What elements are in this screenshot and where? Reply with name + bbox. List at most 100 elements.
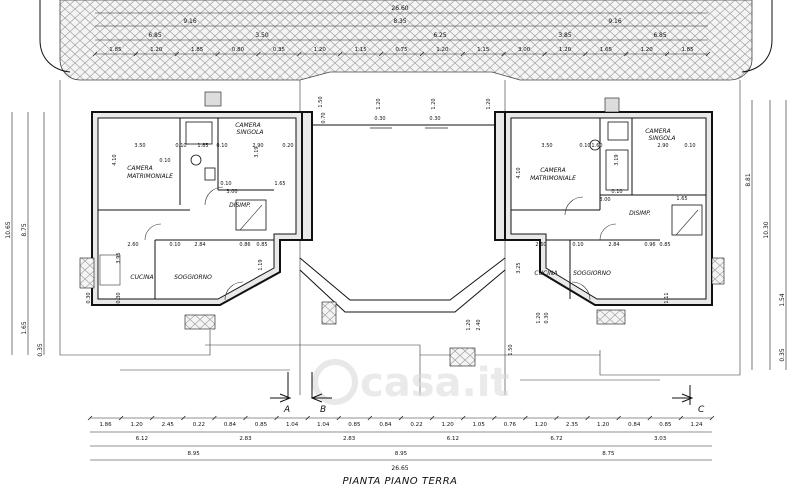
right-camera-matrimoniale-1: CAMERA xyxy=(540,167,566,174)
dimension-tick xyxy=(274,415,279,421)
bottom-overall-dim: 26.65 xyxy=(391,465,408,472)
top-dim-3-4: 0.35 xyxy=(273,47,286,53)
right-interior-dim-16: 1.20 xyxy=(536,312,542,323)
right-interior-dim-8: 3.00 xyxy=(599,197,610,203)
top-dim-1-1: 9.16 xyxy=(183,18,197,25)
top-dim-3-3: 0.80 xyxy=(232,47,245,53)
left-interior-dim-12: 2.60 xyxy=(127,242,138,248)
top-dim-3-11: 1.20 xyxy=(559,47,572,53)
top-dim-1-3: 9.16 xyxy=(608,18,622,25)
right-dim-3: 1.54 xyxy=(779,293,786,307)
left-interior-dim-5: 0.20 xyxy=(282,143,293,149)
bottom-dim-2-1: 2.83 xyxy=(239,436,252,442)
top-dim-3-14: 1.85 xyxy=(681,47,694,53)
right-dim-4: 0.35 xyxy=(779,348,786,362)
right-interior-dim-17: 0.30 xyxy=(544,312,550,323)
center-interior-dim-0: 1.50 xyxy=(318,96,324,107)
left-interior-dim-10: 3.00 xyxy=(226,189,237,195)
bottom-dim-1-16: 1.20 xyxy=(597,422,610,428)
left-dim-4: 0.35 xyxy=(37,343,44,357)
dimension-tick xyxy=(523,415,528,421)
dimension-tick xyxy=(429,415,435,421)
top-dim-2-3: 6.25 xyxy=(433,32,447,39)
left-interior-dim-16: 0.85 xyxy=(256,242,267,248)
bottom-dim-1-9: 0.84 xyxy=(379,422,392,428)
left-interior-dim-7: 0.10 xyxy=(159,158,170,164)
left-interior-dim-3: 0.10 xyxy=(216,143,227,149)
dimension-tick xyxy=(542,51,547,57)
right-interior-dim-1: 0.10 xyxy=(579,143,590,149)
dimension-tick xyxy=(174,51,180,57)
bottom-dim-2-0: 6.12 xyxy=(136,436,148,442)
dimension-tick xyxy=(305,415,310,421)
dimension-tick xyxy=(87,415,93,421)
top-dim-3-10: 3.00 xyxy=(518,47,531,53)
unit-left: CAMERA MATRIMONIALE CAMERA SINGOLA DISIM… xyxy=(79,91,303,330)
left-camera-matrimoniale-1: CAMERA xyxy=(127,165,153,172)
section-markers: A B C xyxy=(270,372,705,415)
top-dim-2-5: 6.85 xyxy=(653,32,667,39)
left-interior-dim-6: 4.10 xyxy=(112,154,118,165)
top-dim-3-12: 1.65 xyxy=(600,47,613,53)
center-interior-dim-2: 1.20 xyxy=(376,98,382,109)
left-dimensions: 10.65 8.75 1.65 0.35 xyxy=(5,112,45,357)
bottom-dim-1-6: 1.04 xyxy=(286,422,299,428)
bottom-dim-1-2: 2.45 xyxy=(162,422,175,428)
bottom-dim-1-10: 0.22 xyxy=(410,422,422,428)
dimension-tick xyxy=(460,51,466,57)
dimension-tick xyxy=(664,51,670,57)
dimension-tick xyxy=(419,51,425,57)
left-camera-singola-2: SINGOLA xyxy=(237,129,264,136)
bottom-dim-1-18: 0.85 xyxy=(659,422,672,428)
top-dim-3-1: 1.20 xyxy=(150,47,163,53)
top-dim-3-9: 1.15 xyxy=(477,47,490,53)
bottom-dim-2-3: 6.12 xyxy=(447,436,459,442)
dimension-tick xyxy=(337,51,343,57)
top-dim-3-7: 0.75 xyxy=(395,47,408,53)
top-dim-2-1: 6.85 xyxy=(148,32,162,39)
left-camera-matrimoniale-2: MATRIMONIALE xyxy=(127,173,173,180)
bottom-dim-1-13: 0.76 xyxy=(504,422,517,428)
dimension-tick xyxy=(585,415,590,421)
left-interior-dim-13: 0.10 xyxy=(169,242,180,248)
right-interior-dim-11: 0.10 xyxy=(572,242,583,248)
bottom-dim-2-4: 6.72 xyxy=(550,436,562,442)
bottom-dim-1-17: 0.84 xyxy=(628,422,641,428)
left-dim-3: 1.65 xyxy=(21,321,28,335)
unit-right: CAMERA MATRIMONIALE CAMERA SINGOLA DISIM… xyxy=(504,97,725,325)
left-interior-dim-20: 1.19 xyxy=(258,259,264,270)
bottom-dim-1-3: 0.22 xyxy=(193,422,205,428)
dimension-tick xyxy=(554,415,559,421)
left-cucina: CUCINA xyxy=(130,274,153,281)
dimension-tick xyxy=(133,51,139,57)
bottom-dim-1-15: 2.35 xyxy=(566,422,579,428)
right-interior-dim-18: 1.11 xyxy=(664,292,670,303)
right-interior-dim-14: 0.85 xyxy=(659,242,670,248)
bottom-dim-2-5: 3.03 xyxy=(654,436,667,442)
section-a-label: A xyxy=(283,405,290,415)
center-interior-dim-8: 1.20 xyxy=(466,319,472,330)
left-interior-dim-9: 0.10 xyxy=(220,181,231,187)
bottom-dim-1-0: 1.86 xyxy=(99,422,112,428)
left-interior-dim-14: 2.84 xyxy=(194,242,205,248)
dimension-tick xyxy=(678,415,684,421)
top-dim-2-2: 3.50 xyxy=(255,32,269,39)
page-title: PIANTA PIANO TERRA xyxy=(342,476,457,487)
left-interior-dim-17: 3.95 xyxy=(116,252,122,263)
street-curb xyxy=(39,0,71,73)
right-interior-dim-15: 3.25 xyxy=(516,262,522,273)
right-disimp: DISIMP. xyxy=(629,210,651,217)
dimension-tick xyxy=(181,415,186,421)
watermark: casa.it xyxy=(312,359,510,406)
dimension-tick xyxy=(583,51,588,57)
dimension-tick xyxy=(398,415,404,421)
dimension-tick xyxy=(256,51,261,57)
top-dim-1-2: 8.35 xyxy=(393,18,407,25)
left-dim-1: 10.65 xyxy=(5,221,12,238)
bottom-dim-1-4: 0.84 xyxy=(224,422,237,428)
bottom-dim-1-14: 1.20 xyxy=(535,422,548,428)
bottom-dim-3-2: 8.75 xyxy=(602,451,615,457)
